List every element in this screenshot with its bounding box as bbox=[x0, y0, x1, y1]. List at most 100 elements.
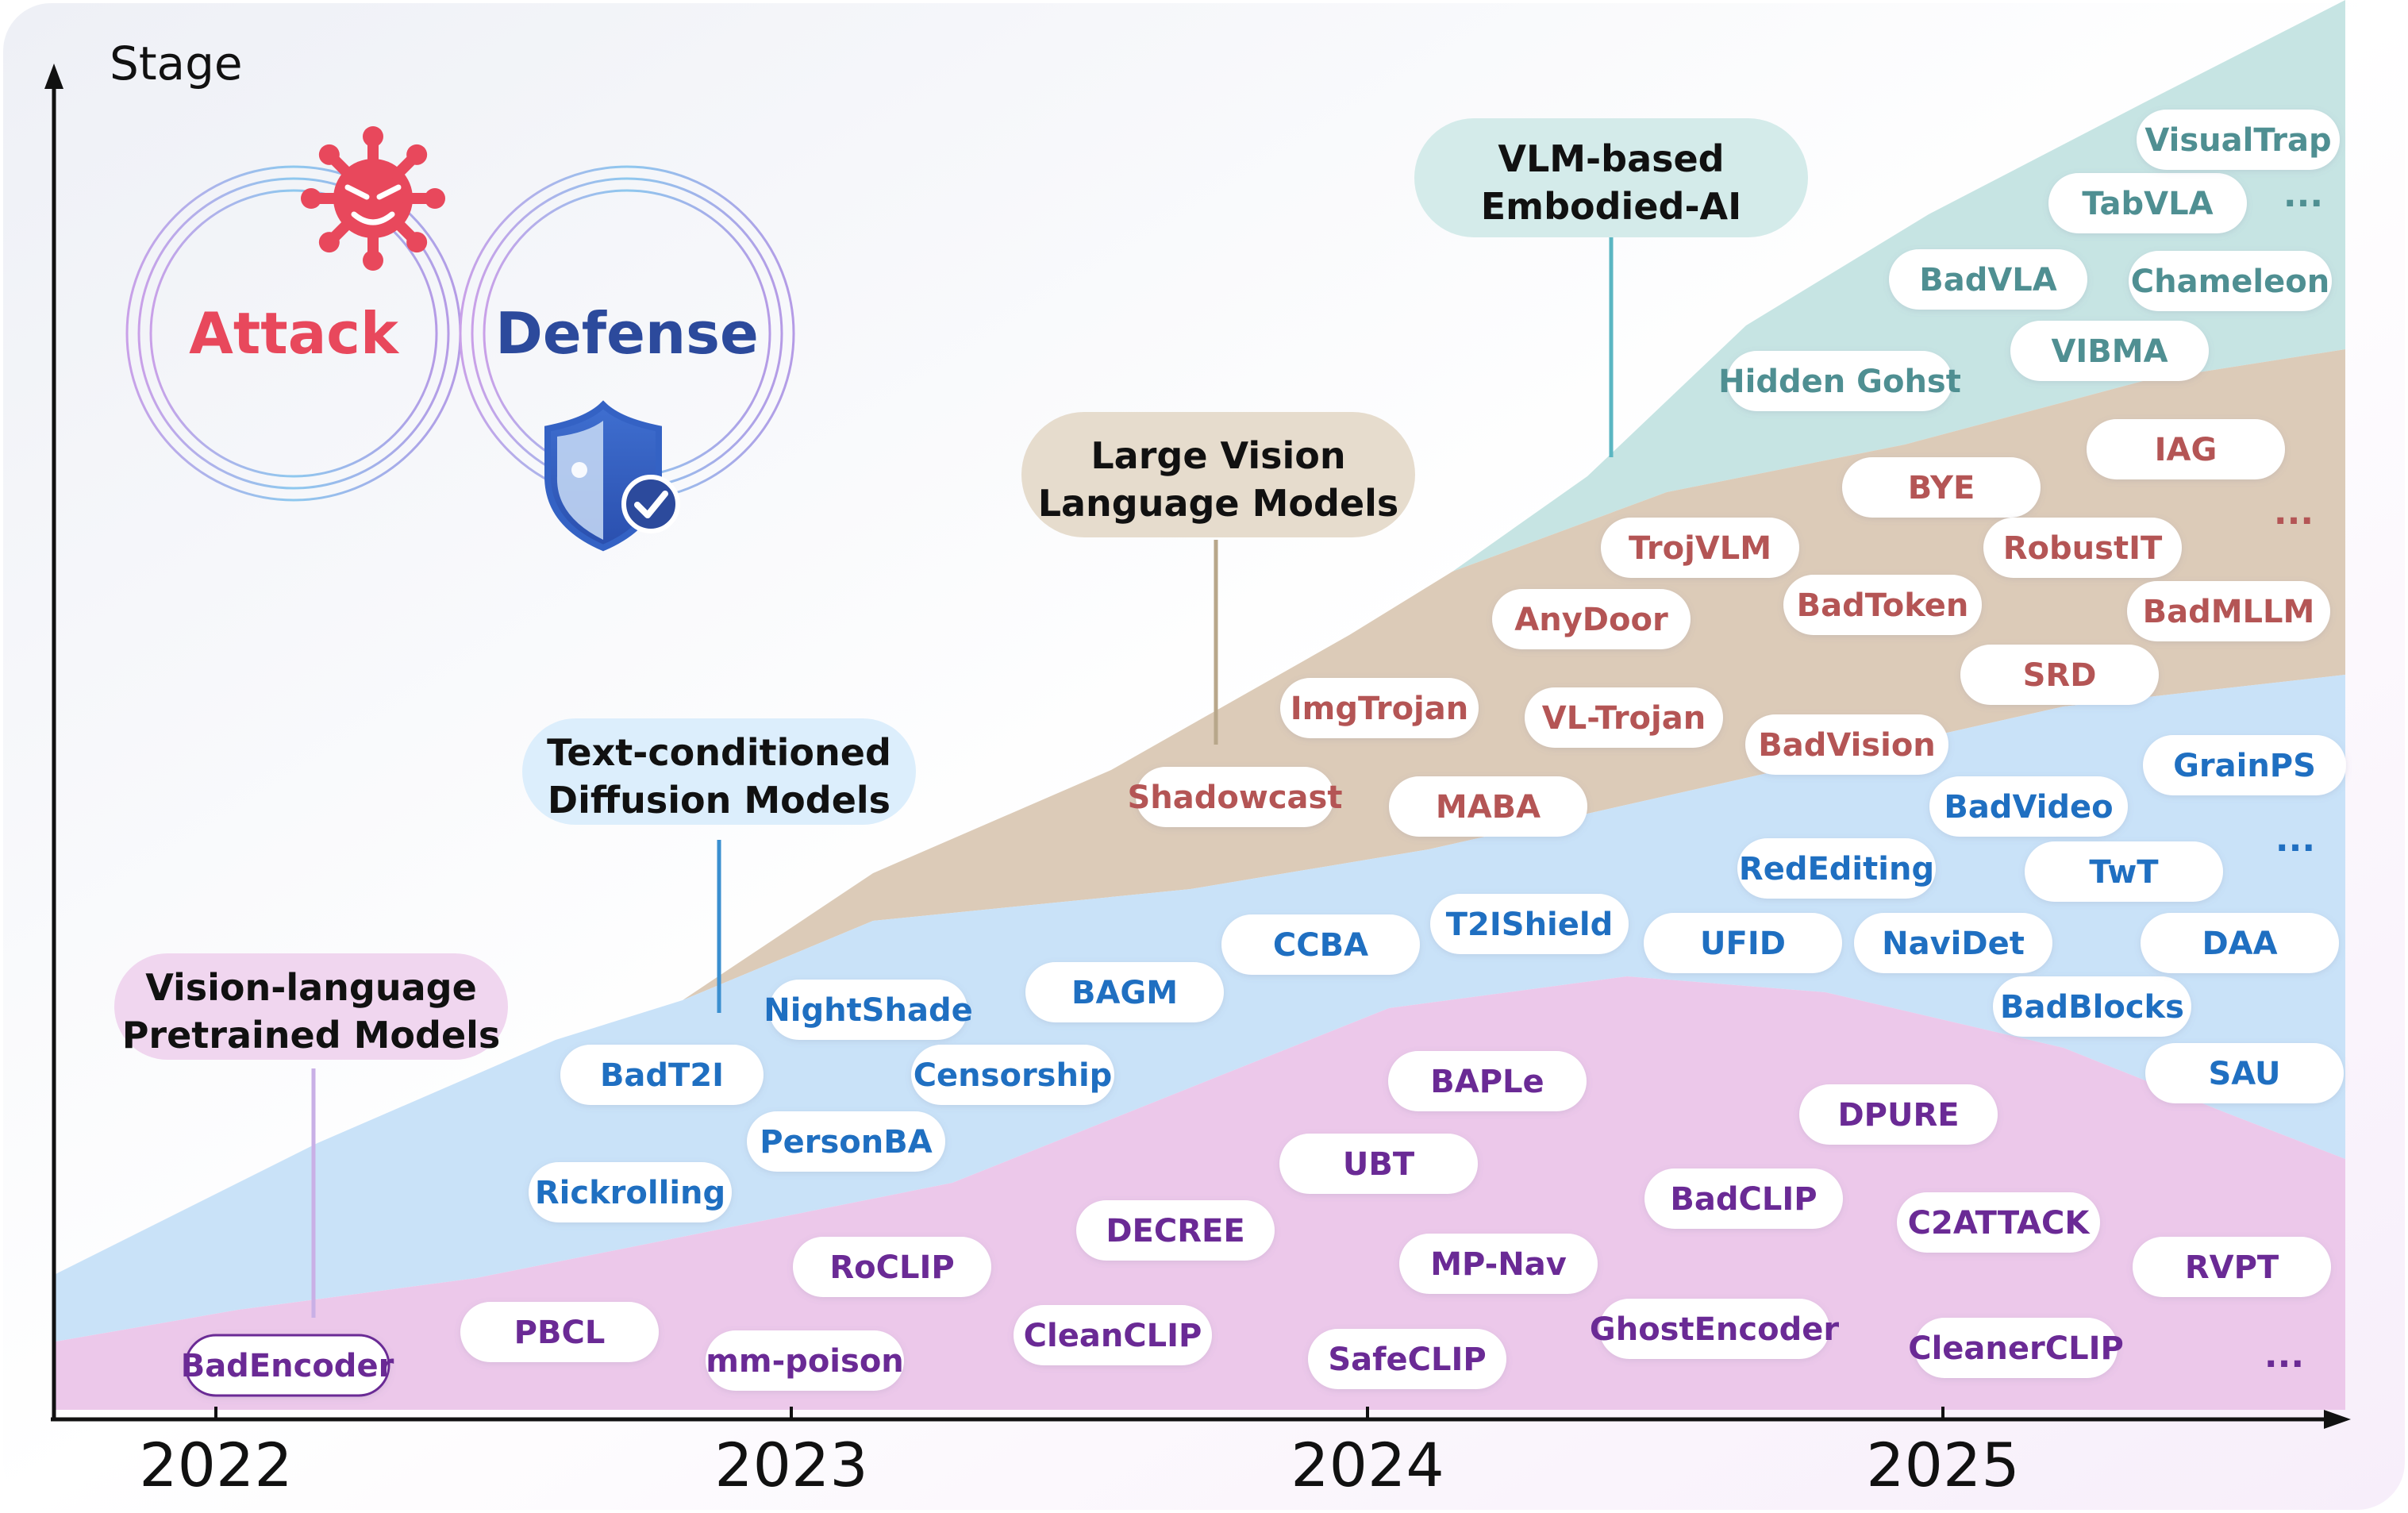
pill-bg bbox=[793, 1237, 991, 1297]
pill-bg bbox=[1525, 687, 1723, 748]
year-label-2023: 2023 bbox=[714, 1430, 867, 1500]
pill-bg bbox=[1799, 1084, 1998, 1145]
pill-label: NightShade bbox=[764, 992, 972, 1029]
pill-bg bbox=[911, 1045, 1114, 1105]
method-pill-trojvlm: TrojVLM bbox=[1601, 518, 1799, 578]
pill-label: UBT bbox=[1343, 1146, 1415, 1183]
x-axis-arrow bbox=[2324, 1410, 2351, 1429]
method-pill-shadowcast: Shadowcast bbox=[1128, 767, 1343, 827]
pill-bg bbox=[1914, 1318, 2118, 1378]
pill-bg bbox=[1727, 351, 1952, 411]
method-pill-daa: DAA bbox=[2141, 913, 2339, 973]
pill-label: DECREE bbox=[1106, 1213, 1244, 1249]
pill-bg bbox=[1737, 838, 1936, 899]
pill-bg bbox=[460, 1302, 659, 1362]
pill-bg bbox=[184, 1334, 390, 1397]
method-pill-baple: BAPLe bbox=[1388, 1051, 1587, 1111]
pill-label: CleanCLIP bbox=[1024, 1318, 1202, 1354]
pill-label: PBCL bbox=[514, 1315, 606, 1351]
pill-label: RVPT bbox=[2185, 1249, 2279, 1286]
pill-label: VL-Trojan bbox=[1542, 700, 1706, 737]
pill-label: BAGM bbox=[1071, 975, 1178, 1011]
method-pill-bye: BYE bbox=[1842, 457, 2041, 518]
method-pill-badvision: BadVision bbox=[1745, 714, 1948, 775]
pill-bg bbox=[1279, 1134, 1478, 1194]
pill-label: VisualTrap bbox=[2145, 122, 2331, 159]
pill-label: GhostEncoder bbox=[1590, 1311, 1839, 1348]
pill-label: MP-Nav bbox=[1430, 1246, 1567, 1283]
ellipsis-eai: ... bbox=[2283, 175, 2323, 215]
pill-bg bbox=[1388, 1051, 1587, 1111]
method-pill-badtoken: BadToken bbox=[1783, 575, 1982, 635]
pill-label: BYE bbox=[1908, 470, 1975, 506]
pill-label: MABA bbox=[1436, 789, 1541, 826]
ellipsis-lvlm: ... bbox=[2274, 492, 2314, 533]
stage-title-line2: Language Models bbox=[1038, 482, 1399, 525]
pill-bg bbox=[1854, 913, 2052, 973]
method-pill-chameleon: Chameleon bbox=[2129, 251, 2332, 311]
method-pill-maba: MABA bbox=[1389, 776, 1587, 837]
method-pill-badblocks: BadBlocks bbox=[1993, 976, 2191, 1037]
y-axis-arrow bbox=[44, 64, 63, 89]
pill-bg bbox=[1842, 457, 2041, 518]
ellipsis-t2i: ... bbox=[2275, 819, 2315, 860]
defense-label: Defense bbox=[495, 300, 759, 367]
stage-title-line2: Embodied-AI bbox=[1481, 185, 1742, 228]
pill-bg bbox=[1076, 1200, 1275, 1261]
pill-bg bbox=[1889, 249, 2087, 310]
pill-bg bbox=[2137, 110, 2340, 170]
pill-label: BadToken bbox=[1797, 587, 1969, 624]
pill-bg bbox=[1783, 575, 1982, 635]
pill-bg bbox=[1601, 518, 1799, 578]
method-pill-badclip: BadCLIP bbox=[1644, 1168, 1843, 1229]
method-pill-decree: DECREE bbox=[1076, 1200, 1275, 1261]
year-label-2022: 2022 bbox=[139, 1430, 292, 1500]
pill-label: Rickrolling bbox=[535, 1175, 725, 1211]
stage-bubble-vlp bbox=[114, 953, 508, 1060]
method-pill-iag: IAG bbox=[2087, 419, 2285, 479]
pill-bg bbox=[1993, 976, 2191, 1037]
year-label-2024: 2024 bbox=[1291, 1430, 1444, 1500]
method-pill-pbcl: PBCL bbox=[460, 1302, 659, 1362]
method-pill-visualtrap: VisualTrap bbox=[2137, 110, 2340, 170]
pill-label: SAU bbox=[2208, 1056, 2280, 1092]
method-pill-t2ishield: T2IShield bbox=[1430, 894, 1629, 954]
stage-title-line2: Pretrained Models bbox=[122, 1014, 501, 1057]
pill-label: BadMLLM bbox=[2143, 594, 2315, 630]
pill-label: ImgTrojan bbox=[1291, 691, 1468, 727]
method-pill-roclip: RoCLIP bbox=[793, 1237, 991, 1297]
pill-label: DAA bbox=[2202, 926, 2277, 962]
method-pill-navidet: NaviDet bbox=[1854, 913, 2052, 973]
pill-label: Shadowcast bbox=[1128, 780, 1343, 816]
pill-label: GrainPS bbox=[2173, 748, 2316, 784]
pill-label: BadEncoder bbox=[181, 1348, 394, 1384]
method-pill-safeclip: SafeCLIP bbox=[1308, 1329, 1506, 1389]
pill-bg bbox=[2087, 419, 2285, 479]
pill-label: T2IShield bbox=[1446, 907, 1613, 943]
pill-label: AnyDoor bbox=[1514, 602, 1668, 638]
attack-label: Attack bbox=[189, 300, 400, 367]
pill-bg bbox=[1644, 1168, 1843, 1229]
pill-bg bbox=[1983, 518, 2182, 578]
pill-bg bbox=[1221, 914, 1420, 975]
pill-label: BadT2I bbox=[600, 1057, 724, 1094]
pill-label: mm-poison bbox=[706, 1343, 904, 1380]
method-pill-badt2i: BadT2I bbox=[560, 1045, 764, 1105]
pill-label: SafeCLIP bbox=[1328, 1342, 1486, 1378]
ellipsis-vlp: ... bbox=[2264, 1335, 2304, 1376]
pill-label: BadVLA bbox=[1919, 262, 2057, 298]
pill-bg bbox=[1492, 589, 1691, 649]
method-pill-hidden-gohst: Hidden Gohst bbox=[1718, 351, 1961, 411]
pill-label: RoCLIP bbox=[829, 1249, 954, 1286]
method-pill-censorship: Censorship bbox=[911, 1045, 1114, 1105]
axes bbox=[44, 64, 2351, 1429]
method-pill-imgtrojan: ImgTrojan bbox=[1280, 678, 1479, 738]
pill-bg bbox=[1308, 1329, 1506, 1389]
pill-label: DPURE bbox=[1837, 1097, 1959, 1134]
stage-title-line2: Diffusion Models bbox=[548, 779, 890, 822]
pill-bg bbox=[2127, 581, 2330, 641]
pill-label: BadVideo bbox=[1944, 789, 2113, 826]
